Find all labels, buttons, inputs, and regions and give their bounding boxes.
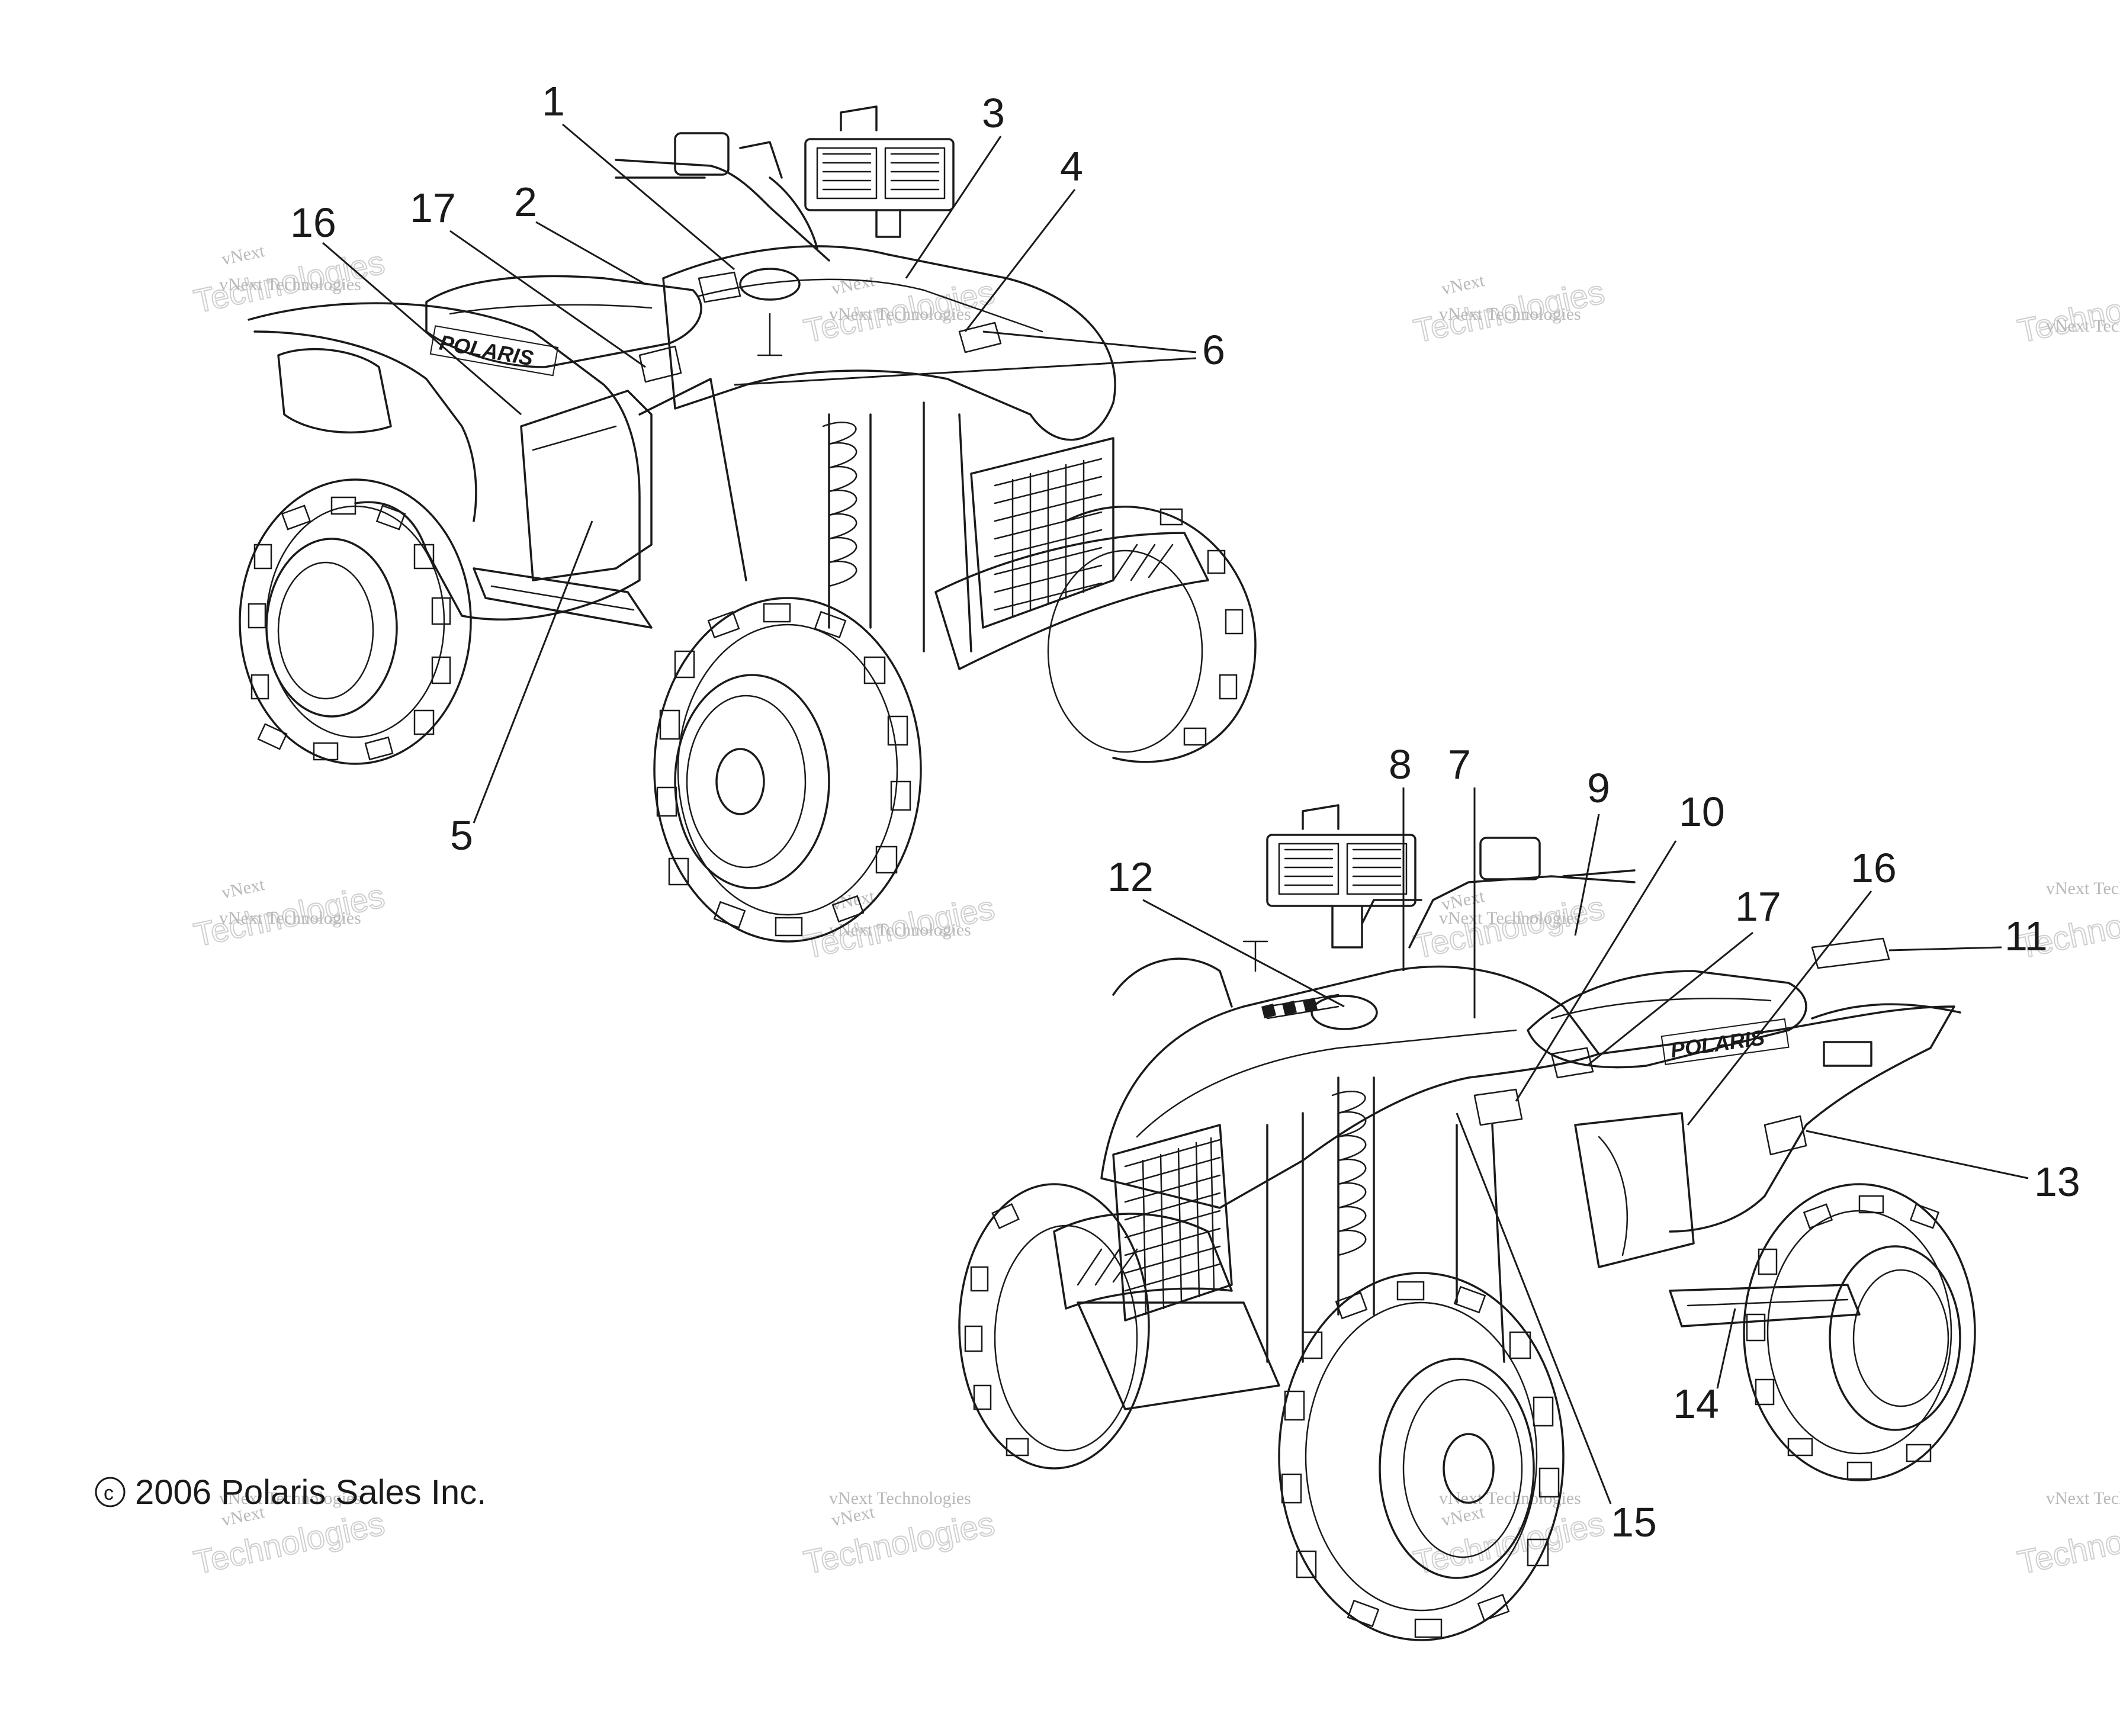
callout-4: 4 xyxy=(1060,143,1083,189)
callout-1: 1 xyxy=(542,78,565,124)
watermark-small: vNext Technologies xyxy=(829,304,971,324)
atv1-handlebars xyxy=(615,132,830,262)
leader-15 xyxy=(1456,1113,1612,1504)
leader-14 xyxy=(1716,1308,1736,1389)
leader-1 xyxy=(562,123,735,271)
leader-9 xyxy=(1574,814,1600,936)
watermark-small: vNext Technologies xyxy=(1439,304,1581,324)
leader-16b xyxy=(1687,890,1872,1126)
leader-6a xyxy=(982,330,1197,353)
atv1-body: POLARIS xyxy=(248,245,1209,670)
copyright-text: 2006 Polaris Sales Inc. xyxy=(135,1473,486,1512)
atv2-rear-wheel xyxy=(1743,1183,1976,1481)
atv1-front-wheel xyxy=(653,597,922,943)
atv2-front-wheel xyxy=(1278,1272,1565,1641)
leader-4 xyxy=(964,189,1076,332)
atv-upper-left: POLARIS xyxy=(239,78,1257,943)
atv2-handlebars xyxy=(1361,837,1636,949)
callout-13: 13 xyxy=(2034,1159,2080,1205)
atv2-callouts: 7 8 9 10 11 12 13 14 15 16 17 xyxy=(1107,741,2080,1545)
leader-16a xyxy=(322,242,522,416)
callout-7: 7 xyxy=(1448,741,1471,787)
atv1-far-front-wheel xyxy=(1047,505,1257,763)
watermark-top: vNext xyxy=(220,241,266,269)
callout-14: 14 xyxy=(1673,1381,1719,1427)
watermark-small: vNext Technologies xyxy=(2046,316,2120,336)
watermark-small: vNext Technologies xyxy=(219,908,361,928)
watermark-small: vNext Technologies xyxy=(829,1489,971,1508)
watermark-big: Technologies xyxy=(801,1504,998,1581)
watermark-small: vNext Technologies xyxy=(829,920,971,940)
callout-8: 8 xyxy=(1389,741,1412,787)
watermark-big: Technologies xyxy=(2015,273,2120,350)
leader-10 xyxy=(1515,840,1677,1102)
callout-3: 3 xyxy=(982,90,1005,136)
callout-6: 6 xyxy=(1202,327,1225,373)
atv2-headlights xyxy=(1266,804,1416,949)
atv2-body: POLARIS xyxy=(1053,937,1961,1410)
watermark-top: vNext xyxy=(220,875,266,903)
callout-12: 12 xyxy=(1107,854,1154,900)
atv-lower-right: POLARIS xyxy=(958,741,2080,1641)
leader-12 xyxy=(1142,899,1345,1008)
watermark-small: vNext Technologies xyxy=(219,1489,361,1508)
atv1-shock xyxy=(822,413,872,629)
callout-17-b: 17 xyxy=(1735,883,1781,930)
callout-10: 10 xyxy=(1679,789,1725,835)
atv1-headlights xyxy=(804,105,955,238)
copyright-notice: c 2006 Polaris Sales Inc. xyxy=(95,1473,486,1512)
atv1-polaris-decal: POLARIS xyxy=(429,325,559,377)
atv2-shock xyxy=(1331,1076,1375,1316)
leader-11 xyxy=(1888,946,2002,951)
callout-11: 11 xyxy=(2005,913,2048,959)
watermark-top: vNext xyxy=(1440,271,1486,299)
callout-15: 15 xyxy=(1611,1499,1657,1545)
callout-16: 16 xyxy=(290,200,336,246)
watermark-big: Technologies xyxy=(1411,1504,1608,1581)
atv2-grill xyxy=(1124,1137,1221,1316)
watermark-top: vNext xyxy=(830,271,876,299)
callout-5: 5 xyxy=(450,812,473,859)
watermark-big: Technologies xyxy=(191,1504,388,1581)
leader-5 xyxy=(473,520,593,824)
atv1-callouts: 1 2 3 4 6 16 17 5 xyxy=(290,78,1225,859)
atv1-grill xyxy=(994,458,1103,617)
leader-3 xyxy=(905,136,1002,279)
callout-2: 2 xyxy=(514,179,537,225)
callout-16-b: 16 xyxy=(1851,845,1897,891)
watermark-small: vNext Technologies xyxy=(219,275,361,294)
watermark-big: Technologies xyxy=(2015,1504,2120,1581)
leader-2 xyxy=(535,221,646,285)
leader-17a xyxy=(449,230,646,368)
watermark-small: vNext Technologies xyxy=(1439,908,1581,928)
svg-text:c: c xyxy=(104,1482,114,1504)
atv1-rear-wheel xyxy=(239,478,472,765)
atv2-polaris-decal: POLARIS xyxy=(1660,1018,1790,1065)
callout-9: 9 xyxy=(1587,765,1610,811)
atv2-far-front-wheel xyxy=(958,1183,1150,1470)
watermark-small: vNext Technologies xyxy=(2046,879,2120,898)
leader-17b xyxy=(1586,931,1753,1067)
leader-6b xyxy=(734,357,1197,386)
watermark-top: vNext xyxy=(830,886,876,915)
watermark-small: vNext Technologies xyxy=(2046,1489,2120,1508)
callout-17: 17 xyxy=(410,185,456,231)
leader-13 xyxy=(1806,1130,2029,1179)
